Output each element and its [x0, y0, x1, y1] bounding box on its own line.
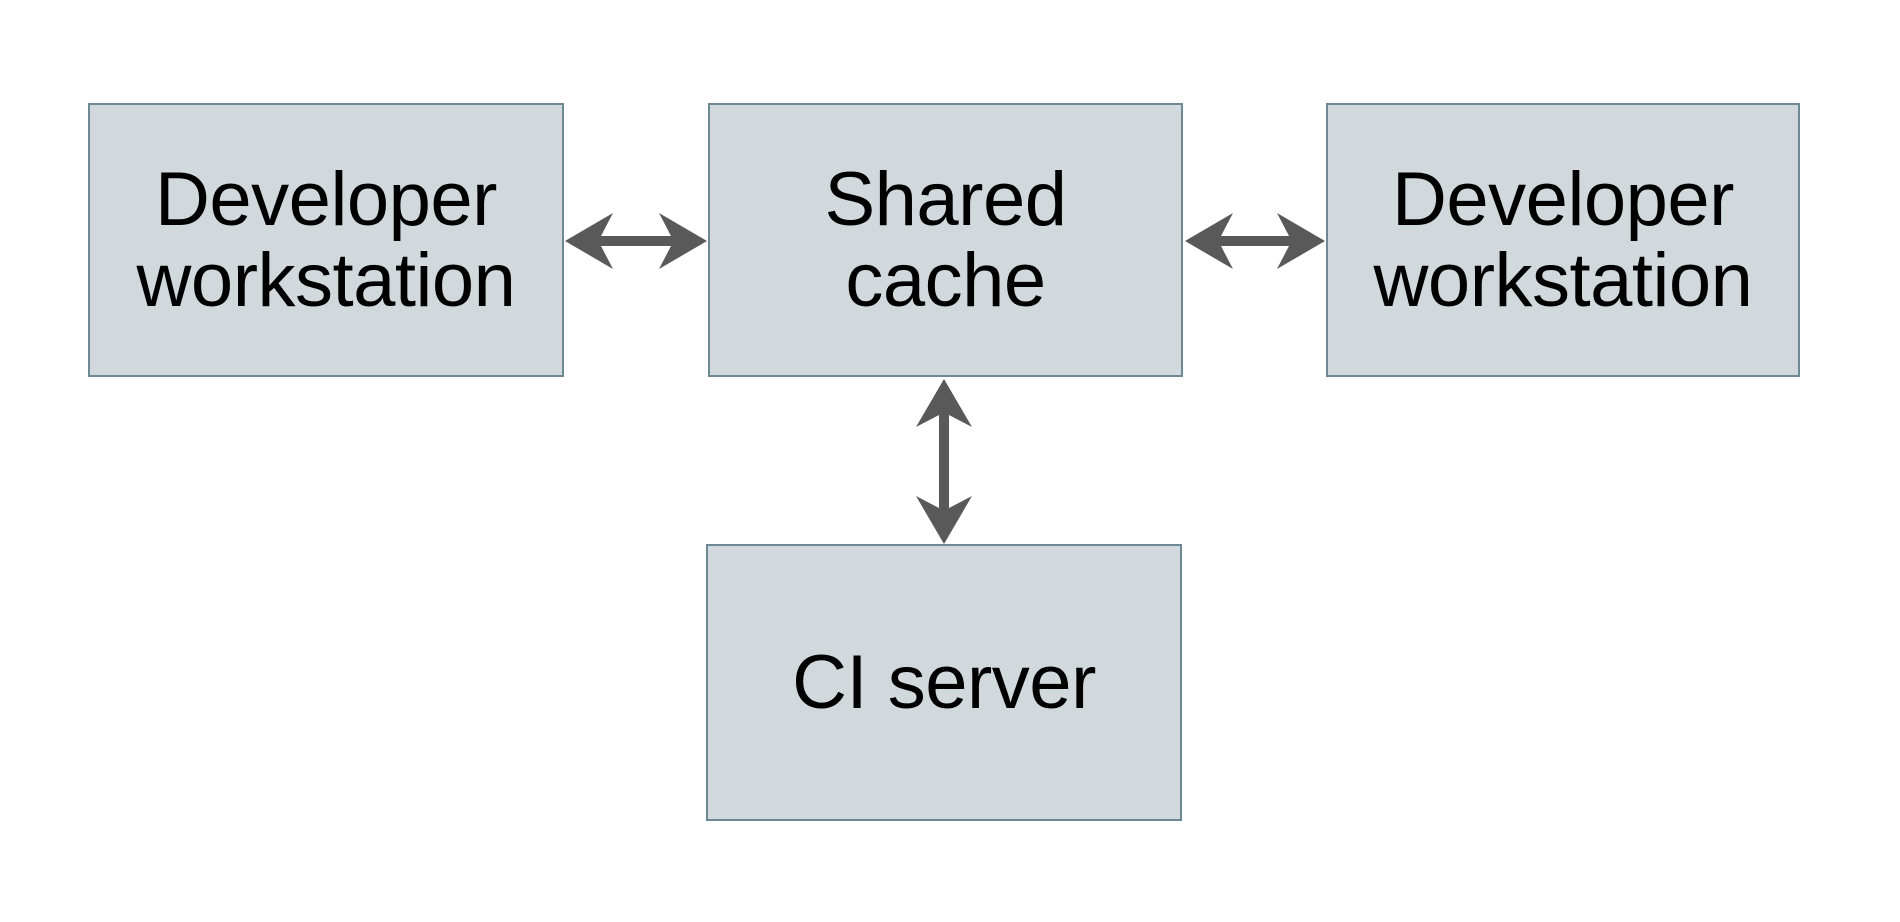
node-shared-cache[interactable]: Shared cache [708, 103, 1183, 377]
connector-shared-cache-to-ci-server [916, 379, 972, 544]
node-developer-workstation-right[interactable]: Developer workstation [1326, 103, 1800, 377]
connector-shared-cache-to-dev-right [1185, 213, 1325, 269]
node-ci-server[interactable]: CI server [706, 544, 1182, 821]
connector-dev-left-to-shared-cache [565, 213, 707, 269]
node-label-developer-workstation-left: Developer workstation [136, 156, 516, 323]
node-label-developer-workstation-right: Developer workstation [1373, 156, 1753, 323]
node-developer-workstation-left[interactable]: Developer workstation [88, 103, 564, 377]
node-label-ci-server: CI server [792, 639, 1096, 725]
node-label-shared-cache: Shared cache [824, 156, 1067, 323]
